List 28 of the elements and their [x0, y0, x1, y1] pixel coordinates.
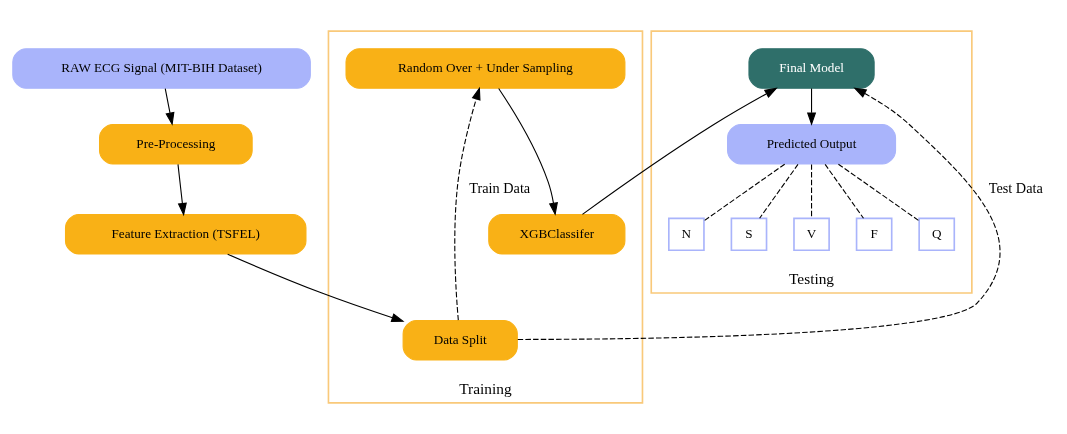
node-box: Data Split [402, 319, 518, 361]
arrow [498, 87, 558, 216]
node-box: XGBClassifer [488, 214, 626, 255]
connector [811, 163, 813, 219]
connector [824, 163, 865, 219]
node-box: Final Model [748, 48, 875, 89]
arrow [177, 163, 187, 217]
node-box: Predicted Output [727, 123, 897, 165]
node-box: Pre-Processing [99, 123, 253, 165]
arrow [454, 86, 481, 321]
node-box: S [730, 217, 768, 252]
node-box: V [793, 217, 830, 252]
edge-label: Test Data [988, 180, 1043, 197]
edge-label: Train Data [469, 180, 531, 197]
node-box: Q [918, 217, 956, 252]
node-box: F [855, 217, 893, 252]
arrow [806, 88, 817, 126]
node-box: RAW ECG Signal (MIT-BIH Dataset) [12, 48, 311, 89]
connector [703, 163, 786, 222]
connector [759, 163, 799, 219]
arrow [517, 87, 1001, 340]
arrow [227, 253, 405, 322]
node-box: N [668, 217, 705, 252]
node-box: Random Over + Under Sampling [345, 48, 626, 89]
connector [837, 163, 920, 222]
arrow [581, 87, 778, 215]
arrow [164, 88, 175, 126]
node-box: Feature Extraction (TSFEL) [64, 214, 307, 255]
